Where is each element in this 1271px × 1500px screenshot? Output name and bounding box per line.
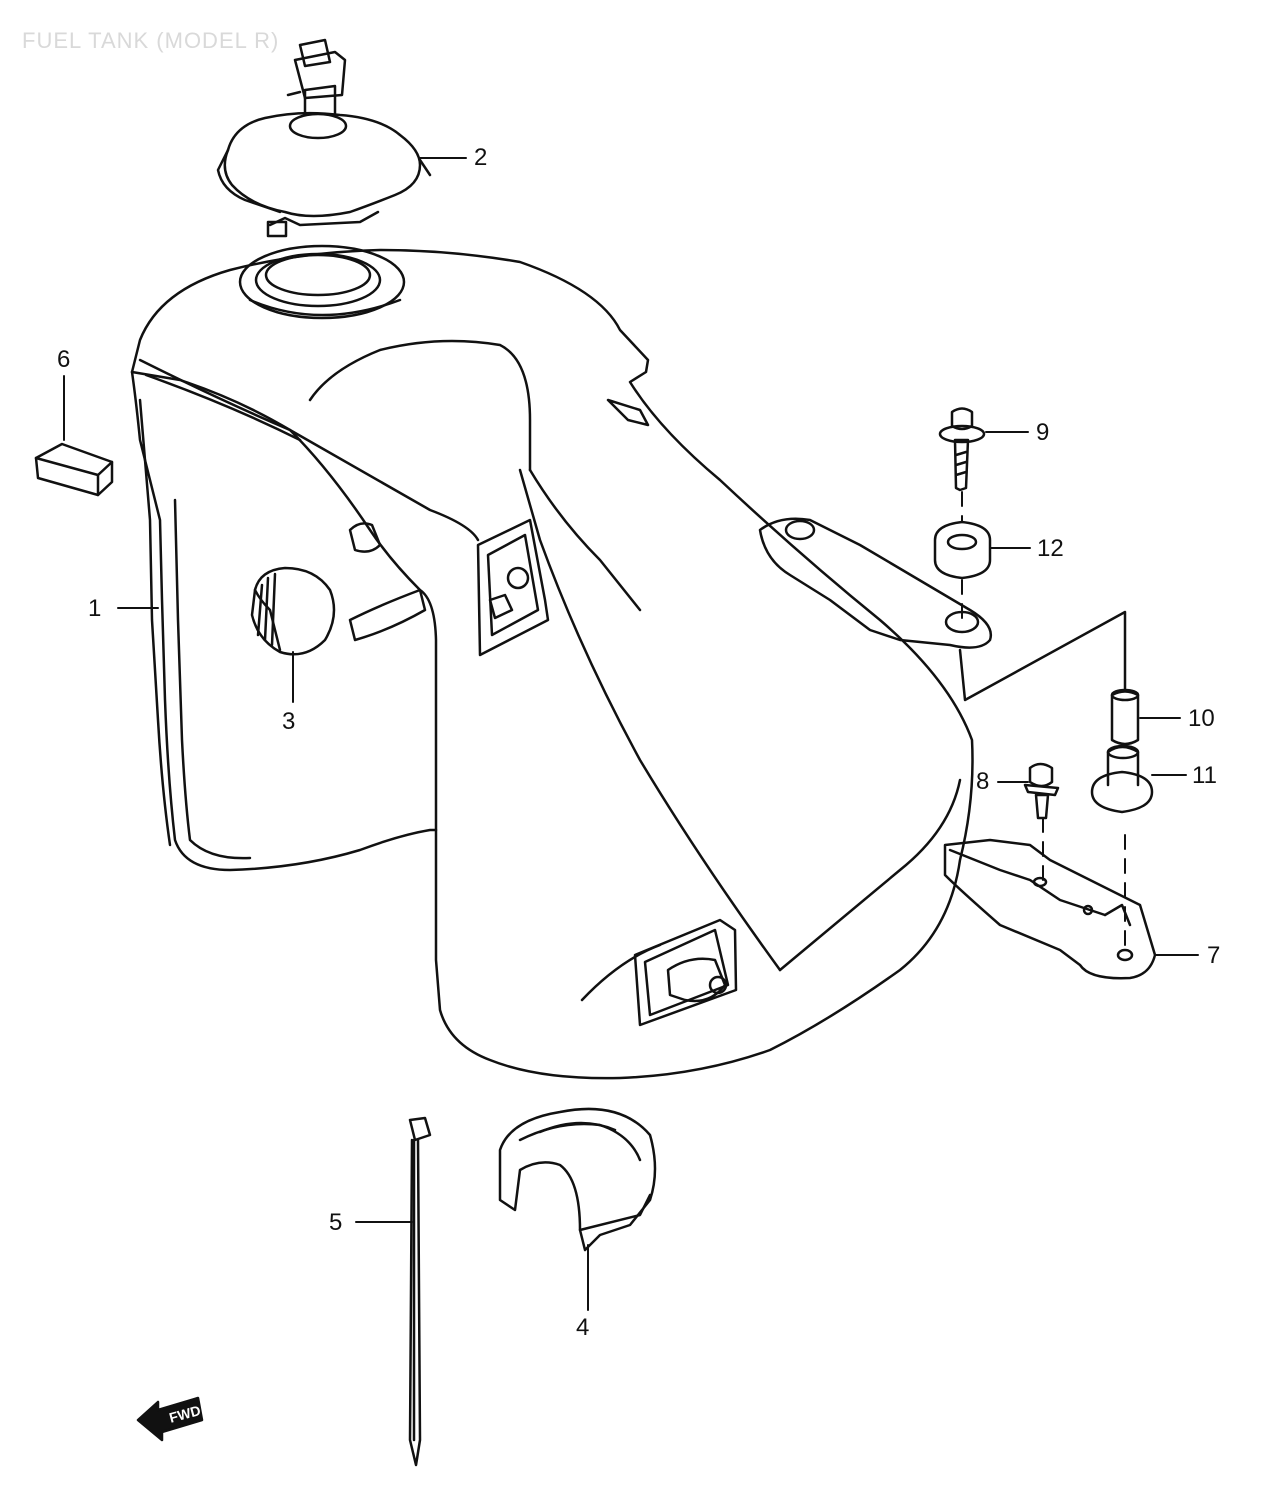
grommet-part-11 — [1090, 744, 1154, 814]
callout-2: 2 — [474, 144, 488, 171]
damper-part-12 — [933, 520, 992, 580]
assembly-dashed-lines — [961, 491, 1126, 956]
callout-11: 11 — [1192, 762, 1217, 789]
callout-4: 4 — [576, 1314, 590, 1341]
collar-part-10 — [1110, 688, 1140, 746]
cable-tie-part-5 — [408, 1116, 432, 1467]
screw-part-9 — [938, 407, 986, 492]
pad-part-6 — [34, 442, 114, 497]
cushion-part-4 — [498, 1107, 657, 1252]
callout-12: 12 — [1037, 535, 1064, 562]
fwd-label: FWD — [167, 1402, 202, 1426]
bracket-part-7 — [943, 838, 1157, 980]
fuel-tank-part-1 — [130, 244, 1127, 1080]
callout-5: 5 — [329, 1209, 343, 1236]
diagram-title: FUEL TANK (MODEL R) — [22, 28, 280, 53]
fuel-cap-part-2 — [216, 38, 432, 238]
knob-part-3 — [250, 566, 336, 656]
leader-lines — [63, 157, 1199, 1311]
callout-7: 7 — [1207, 942, 1221, 969]
callout-9: 9 — [1036, 419, 1050, 446]
callout-8: 8 — [976, 768, 990, 795]
callout-3: 3 — [282, 708, 296, 735]
bolt-part-8 — [1023, 762, 1060, 820]
callout-6: 6 — [57, 346, 71, 373]
callout-1: 1 — [88, 595, 102, 622]
forward-arrow-icon: FWD — [136, 1396, 204, 1442]
callout-10: 10 — [1188, 705, 1215, 732]
